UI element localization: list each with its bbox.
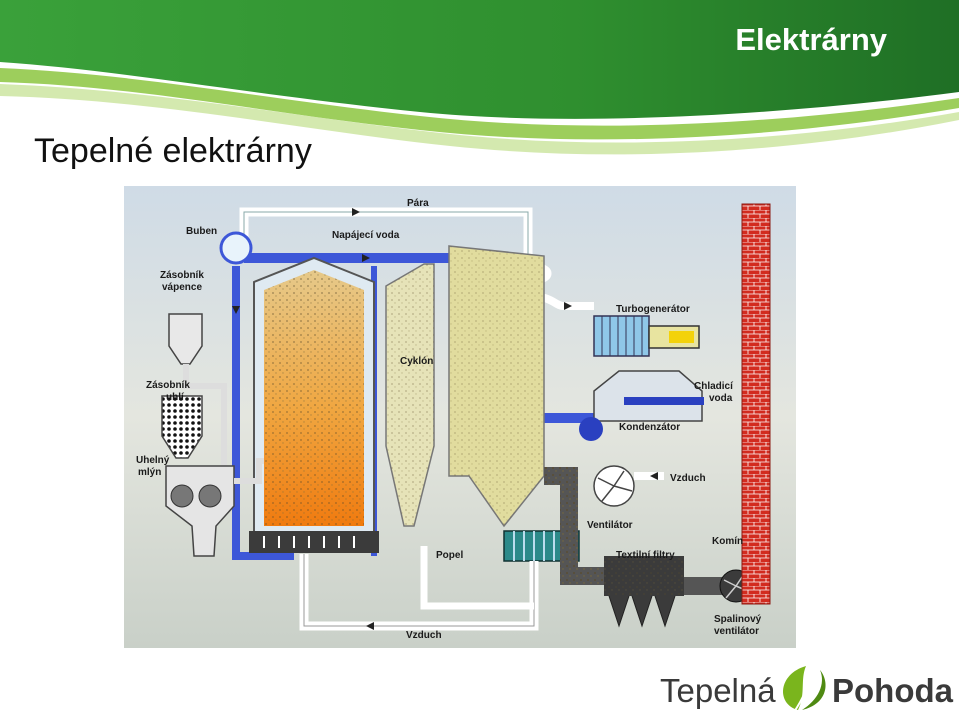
logo-word-tepelna: Tepelná bbox=[660, 672, 776, 709]
label-uhelny-mlyn-1: Uhelný bbox=[136, 455, 170, 466]
boiler-grate bbox=[249, 531, 379, 553]
slide-title: Elektrárny bbox=[735, 22, 887, 57]
chimney bbox=[741, 203, 771, 605]
condenser bbox=[593, 370, 703, 422]
turbine bbox=[593, 315, 650, 357]
label-vzduch-top: Vzduch bbox=[670, 473, 706, 484]
downcomer-pipe bbox=[232, 266, 294, 560]
label-buben: Buben bbox=[186, 226, 217, 237]
label-zasobnik-vapence-1: Zásobník bbox=[160, 270, 204, 281]
leaf-icon bbox=[783, 666, 826, 713]
label-vzduch-bottom: Vzduch bbox=[406, 630, 442, 641]
tepelna-pohoda-logo: Tepelná Pohoda bbox=[660, 666, 954, 713]
label-para: Pára bbox=[407, 198, 429, 209]
label-spalinovy-ventilator-1: Spalinový bbox=[714, 614, 762, 625]
label-textilni-filtry: Textilní filtry bbox=[616, 550, 675, 561]
label-chladici-voda-1: Chladicí bbox=[694, 381, 734, 392]
coal-hopper bbox=[161, 395, 203, 459]
label-uhelny-mlyn-2: mlýn bbox=[138, 467, 161, 478]
label-popel: Popel bbox=[436, 550, 463, 561]
label-zasobnik-uhli-2: uhlí bbox=[166, 392, 185, 403]
condenser-pump bbox=[579, 417, 603, 441]
label-komin: Komín bbox=[712, 536, 743, 547]
label-napajeci-voda: Napájecí voda bbox=[332, 230, 400, 241]
flow-arrows bbox=[232, 208, 658, 630]
limestone-hopper bbox=[168, 313, 203, 365]
logo-word-pohoda: Pohoda bbox=[832, 672, 954, 709]
drum bbox=[219, 231, 253, 265]
label-spalinovy-ventilator-2: ventilátor bbox=[714, 626, 759, 637]
label-chladici-voda-2: voda bbox=[709, 393, 733, 404]
page-subtitle: Tepelné elektrárny bbox=[34, 132, 312, 170]
label-cyklon: Cyklón bbox=[400, 356, 433, 367]
label-zasobnik-uhli-1: Zásobník bbox=[146, 380, 190, 391]
power-plant-diagram: Pára Buben Napájecí voda Zásobník vápenc… bbox=[124, 186, 796, 648]
label-zasobnik-vapence-2: vápence bbox=[162, 282, 202, 293]
label-ventilator: Ventilátor bbox=[587, 520, 633, 531]
label-kondenzator: Kondenzátor bbox=[619, 422, 680, 433]
header-banner bbox=[0, 0, 959, 155]
label-turbogenerator: Turbogenerátor bbox=[616, 304, 690, 315]
